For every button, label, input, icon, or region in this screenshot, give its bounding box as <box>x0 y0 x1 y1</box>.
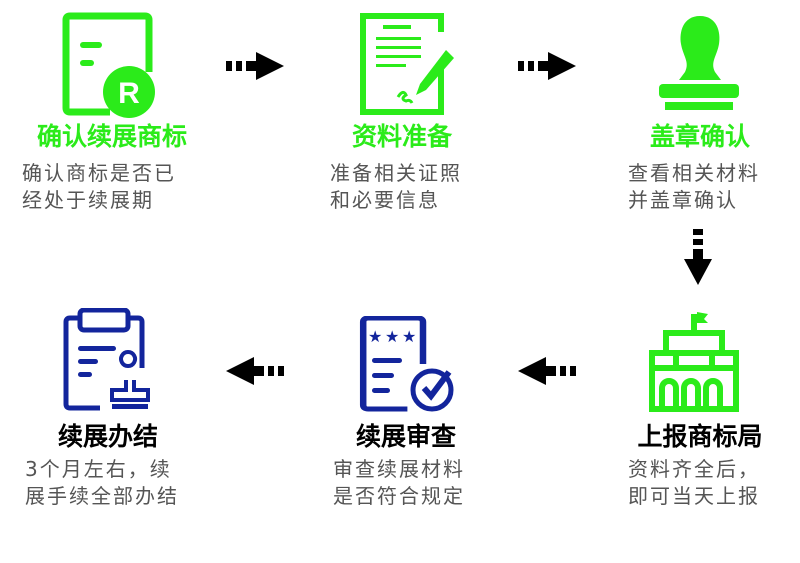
desc-line: 即可当天上报 <box>628 484 760 508</box>
arrow-left-icon <box>226 357 284 385</box>
desc-line: 查看相关材料 <box>628 161 760 185</box>
desc-line: 展手续全部办结 <box>25 484 179 508</box>
step-title-renewal-review: 续展审查 <box>355 422 456 451</box>
svg-text:★: ★ <box>402 327 416 346</box>
desc-line: 经处于续展期 <box>22 188 154 212</box>
signed-document-icon <box>360 13 454 115</box>
trademark-document-icon: R <box>62 12 155 118</box>
arrow-left-icon <box>518 357 576 385</box>
desc-line: 准备相关证照 <box>330 161 462 185</box>
desc-line: 3个月左右，续 <box>25 457 172 481</box>
svg-text:R: R <box>118 77 140 110</box>
desc-line: 确认商标是否已 <box>22 161 176 185</box>
step-desc-stamp-confirm: 查看相关材料 并盖章确认 <box>628 160 760 214</box>
stamp-icon <box>659 16 739 110</box>
step-title-stamp-confirm: 盖章确认 <box>649 122 750 151</box>
step-desc-report-office: 资料齐全后， 即可当天上报 <box>628 456 760 510</box>
arrow-right-icon <box>518 52 576 80</box>
svg-text:★: ★ <box>385 327 399 346</box>
step-desc-prepare-materials: 准备相关证照 和必要信息 <box>330 160 462 214</box>
step-title-renewal-complete: 续展办结 <box>57 422 158 451</box>
desc-line: 审查续展材料 <box>333 457 465 481</box>
desc-line: 是否符合规定 <box>333 484 465 508</box>
desc-line: 和必要信息 <box>330 188 440 212</box>
desc-line: 资料齐全后， <box>628 457 760 481</box>
arrow-right-icon <box>226 52 284 80</box>
arrow-down-icon <box>684 229 712 285</box>
government-building-icon <box>649 312 739 412</box>
step-desc-renewal-complete: 3个月左右，续 展手续全部办结 <box>25 456 179 510</box>
reviewed-document-icon: ★★★ <box>359 316 454 412</box>
svg-text:★: ★ <box>368 327 382 346</box>
step-title-prepare-materials: 资料准备 <box>351 122 452 151</box>
step-desc-confirm-renewal: 确认商标是否已 经处于续展期 <box>22 160 176 214</box>
step-desc-renewal-review: 审查续展材料 是否符合规定 <box>333 456 465 510</box>
stamped-clipboard-icon <box>63 308 150 411</box>
step-title-confirm-renewal: 确认续展商标 <box>36 122 187 151</box>
step-title-report-office: 上报商标局 <box>637 422 763 451</box>
desc-line: 并盖章确认 <box>628 188 738 212</box>
